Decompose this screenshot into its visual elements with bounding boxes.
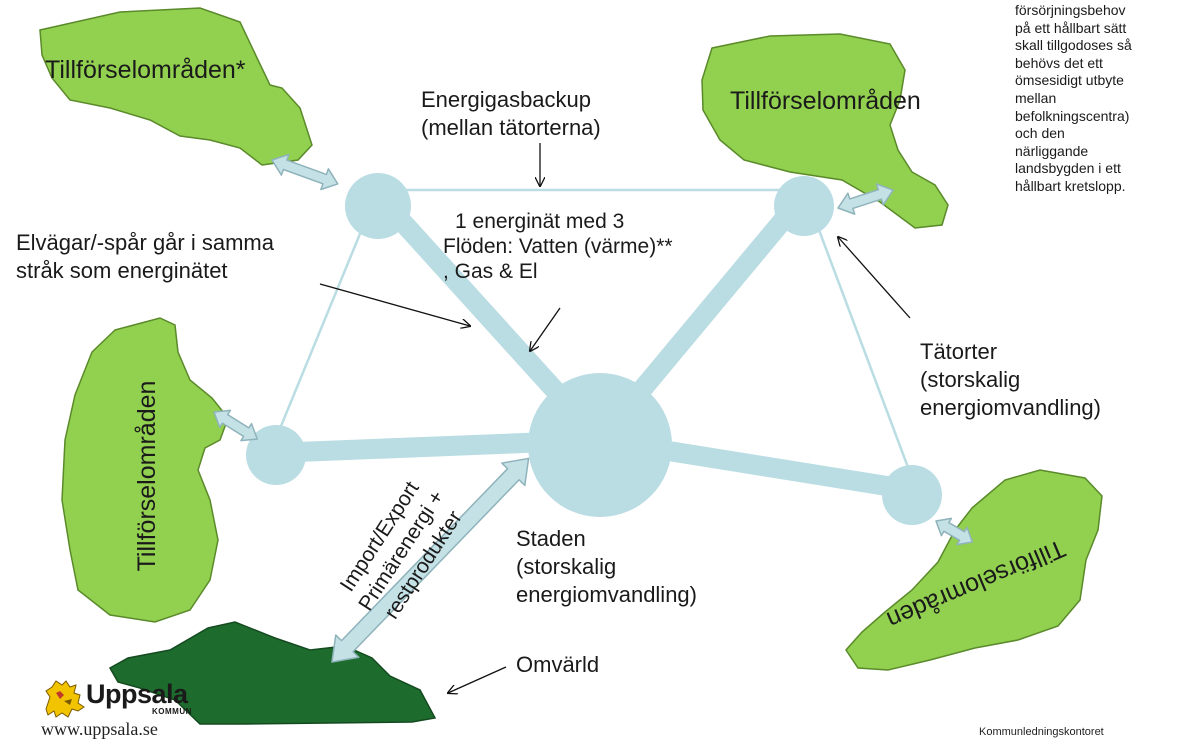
city-line-2: (storskalig [516,554,617,579]
supply-label-top-left: Tillförselområden* [45,56,246,84]
surroundings-label: Omvärld [516,652,600,677]
supply-area-top-right [701,33,949,229]
energy-gas-backup-line-1: Energigasbackup [421,87,592,112]
town-node-top-left [345,173,411,239]
logo-name: Uppsala [86,679,188,709]
energy-net-label: 1 energinät med 3 Flöden: Vatten (värme)… [443,209,673,284]
side-note-line: behövs det ett [1015,54,1103,71]
logo-sub: KOMMUN [152,707,192,716]
town-node-right [882,465,942,525]
side-note-line: mellan [1015,89,1057,106]
energy-gas-backup-label: Energigasbackup (mellan tätorterna) [421,86,601,142]
supply-area-top-left [39,7,313,166]
city-label: Staden (storskalig energiomvandling) [516,525,697,609]
side-note-line: skall tillgodoses så [1015,37,1132,54]
town-node-left [246,425,306,485]
supply-label-left: Tillförselområden [133,380,161,572]
surroundings-area [108,621,437,725]
supply-area-left [61,317,229,623]
energy-net-line-3: , Gas & El [443,260,538,283]
towns-line-3: energiomvandling) [920,395,1101,420]
side-note-line: försörjningsbehov [1015,2,1126,18]
power-lines-line-1: Elvägar/-spår går i samma [16,230,274,255]
side-note-line: befolkningscentra) [1015,107,1130,124]
footer-url[interactable]: www.uppsala.se [41,719,158,739]
city-line-1: Staden [516,526,586,551]
side-note-line: närliggande [1015,142,1089,159]
side-note-line: hållbart kretslopp. [1015,177,1126,194]
exchange-arrows [213,153,974,663]
power-lines-label: Elvägar/-spår går i samma stråk som ener… [16,229,274,285]
energy-net-line-2: Flöden: Vatten (värme)** [443,235,673,258]
footer-department: Kommunledningskontoret [979,726,1104,738]
power-lines-line-2: stråk som energinätet [16,258,228,283]
uppsala-logo[interactable]: Uppsala KOMMUN [42,679,212,721]
energy-gas-backup-line-2: (mellan tätorterna) [421,115,601,140]
lion-icon [45,680,85,718]
towns-label: Tätorter (storskalig energiomvandling) [920,338,1101,422]
towns-line-2: (storskalig [920,367,1021,392]
city-node [528,373,672,517]
side-note-line: ömsesidigt utbyte [1015,72,1124,89]
side-note: försörjningsbehov på ett hållbart sätt s… [1015,2,1132,196]
energy-net-line-1: 1 energinät med 3 [455,210,625,233]
town-node-top-right [774,176,834,236]
side-note-line: och den [1015,125,1065,142]
supply-area-bottom-right [845,469,1103,671]
side-note-line: landsbygden i ett [1015,160,1121,177]
towns-line-1: Tätorter [920,339,998,364]
pointer-arrows [319,143,911,693]
city-line-3: energiomvandling) [516,582,697,607]
supply-label-top-right: Tillförselområden [730,87,921,115]
side-note-line: på ett hållbart sätt [1015,19,1127,36]
